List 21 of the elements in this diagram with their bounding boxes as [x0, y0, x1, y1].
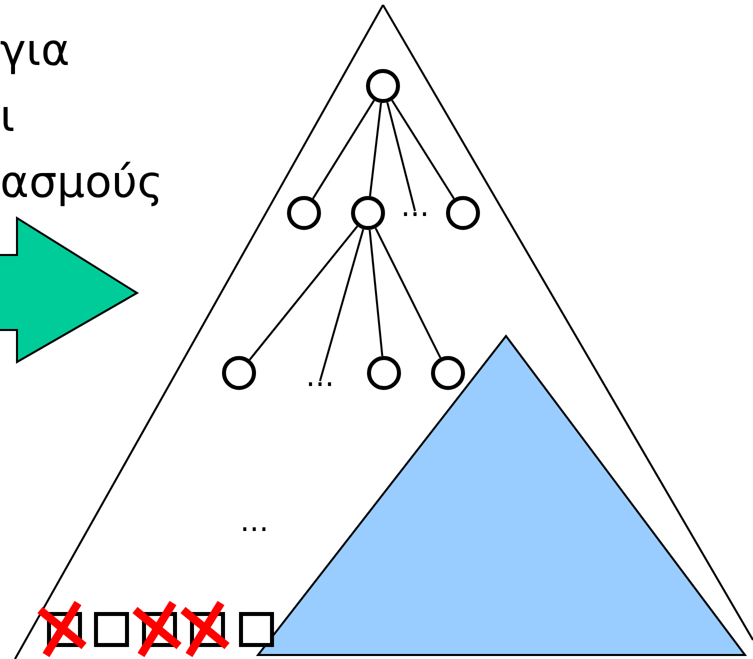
leaf-square: [94, 612, 128, 646]
tree-edge: [368, 230, 384, 356]
ellipsis: ...: [393, 197, 437, 217]
tree-edge: [386, 102, 416, 212]
tree-node-circle: [287, 196, 321, 230]
tree-node-circle: [366, 69, 400, 103]
ellipsis: ...: [298, 367, 342, 387]
tree-node-circle: [431, 356, 465, 390]
tree-node-circle: [351, 196, 385, 230]
tree-edge: [369, 102, 382, 196]
tree-node-circle: [367, 356, 401, 390]
tree-node-circle: [222, 356, 256, 390]
ellipsis: ...: [240, 512, 269, 532]
tree-edge: [374, 228, 442, 358]
heading-text: για ι ασμούς: [0, 24, 164, 210]
tree-node-circle: [446, 196, 480, 230]
leaf-square: [238, 612, 274, 646]
tree-edge: [312, 100, 375, 200]
tree-edge: [391, 100, 455, 200]
tree-edge: [248, 226, 358, 360]
tree-edge: [319, 229, 364, 382]
